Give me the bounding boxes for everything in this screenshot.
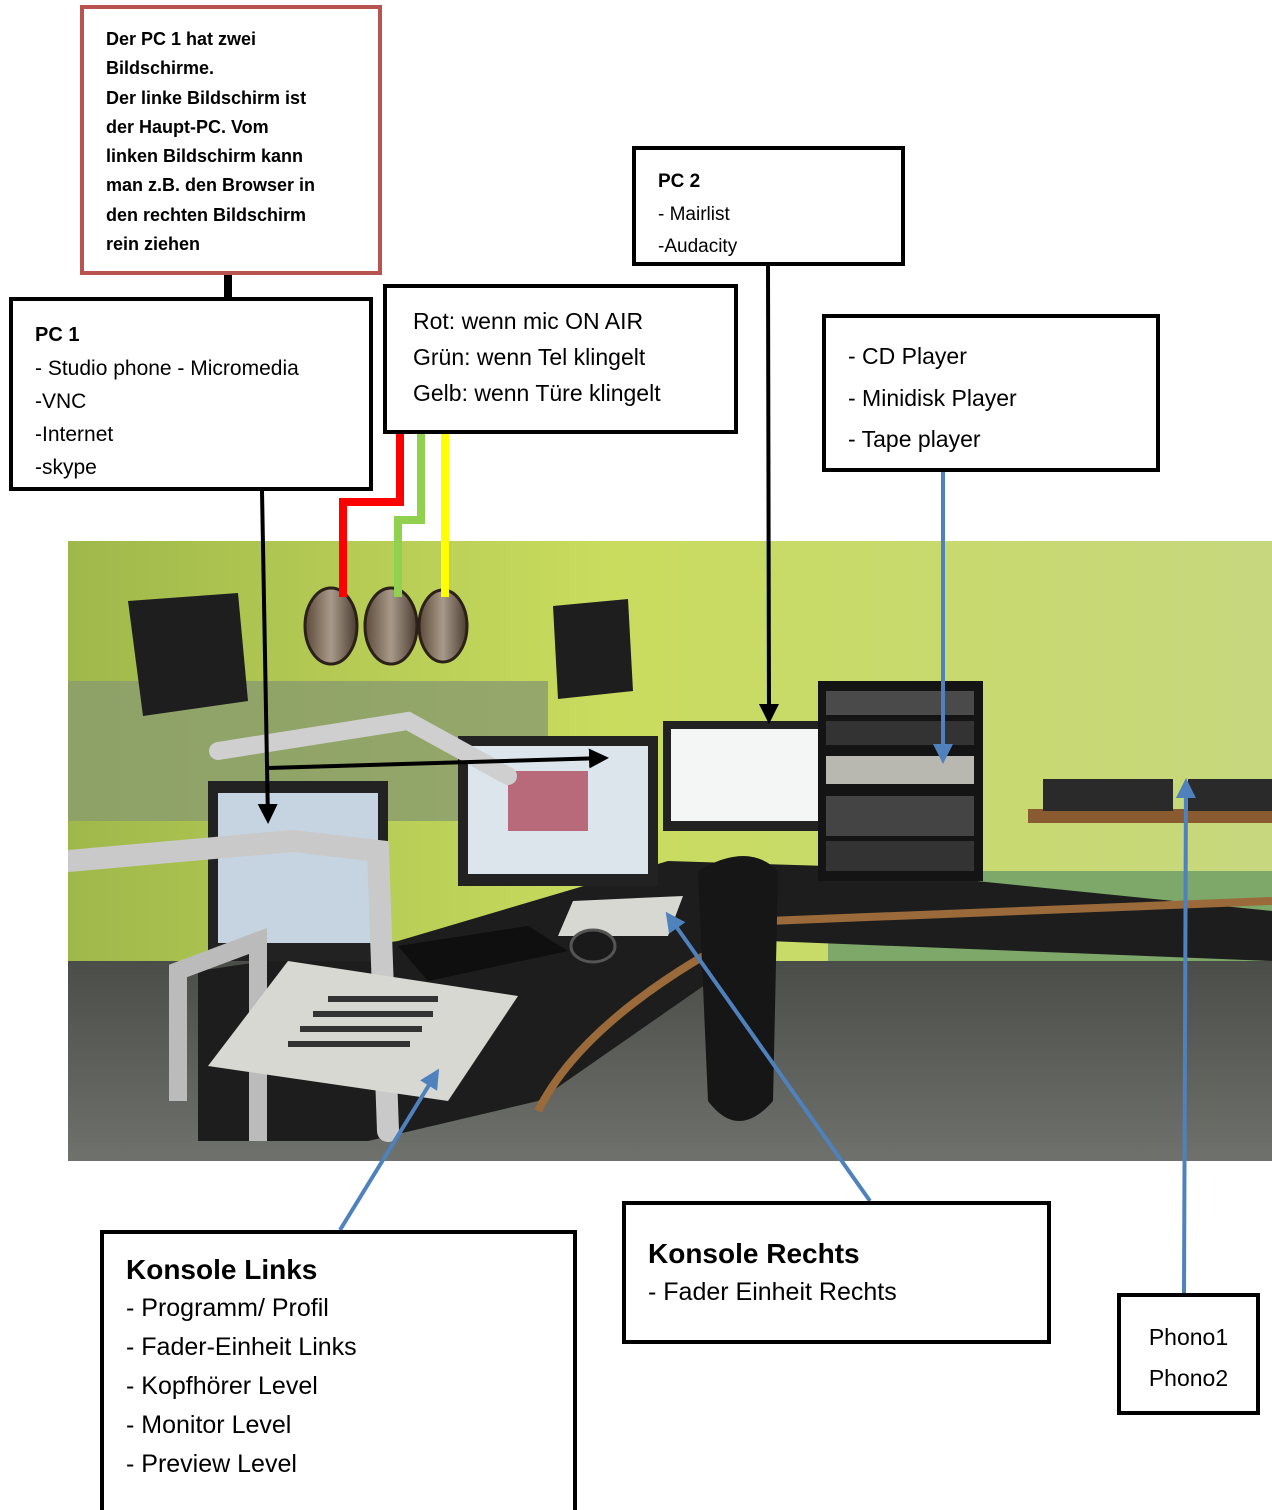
pc2-item: -Audacity: [658, 236, 738, 257]
studio-photo: [68, 541, 1272, 1161]
note-line: Bildschirme.: [106, 58, 215, 79]
note-line: den rechten Bildschirm: [106, 204, 307, 225]
chair: [698, 856, 778, 1121]
pc1-title: PC 1: [35, 324, 80, 346]
pc1-item: -skype: [35, 456, 97, 479]
light-yellow-label: Gelb: wenn Türe klingelt: [413, 380, 661, 406]
light-red-label: Rot: wenn mic ON AIR: [413, 308, 644, 334]
pc2-item: - Mairlist: [658, 203, 730, 225]
pc1-callout: PC 1 - Studio phone - Micromedia -VNC -I…: [9, 297, 373, 491]
konsole-links-item: - Preview Level: [126, 1450, 297, 1478]
pc2-title: PC 2: [658, 171, 701, 192]
keyboard: [398, 926, 568, 981]
lights-callout: Rot: wenn mic ON AIR Grün: wenn Tel klin…: [383, 284, 738, 434]
konsole-links-item: - Programm/ Profil: [126, 1294, 329, 1322]
phono-item: Phono2: [1148, 1365, 1229, 1391]
phono-callout: Phono1 Phono2: [1117, 1293, 1260, 1415]
note-line: rein ziehen: [106, 234, 201, 255]
players-item: - Minidisk Player: [848, 384, 1017, 411]
konsole-links-title: Konsole Links: [126, 1254, 318, 1285]
note-line: linken Bildschirm kann: [106, 146, 304, 167]
note-line: Der PC 1 hat zwei: [106, 29, 257, 49]
note-callout: Der PC 1 hat zwei Bildschirme. Der linke…: [80, 5, 382, 275]
light-green-label: Grün: wenn Tel klingelt: [413, 344, 646, 370]
pc1-item: -VNC: [35, 390, 87, 413]
console-right: [558, 896, 683, 936]
players-callout: - CD Player - Minidisk Player - Tape pla…: [822, 314, 1160, 472]
pc2-callout: PC 2 - Mairlist -Audacity: [632, 146, 905, 266]
speaker-left: [128, 593, 248, 716]
turntable: [1043, 779, 1173, 811]
players-item: - CD Player: [848, 343, 967, 369]
note-line: der Haupt-PC. Vom: [106, 116, 269, 137]
lamp-green: [363, 586, 419, 666]
konsole-rechts-title: Konsole Rechts: [648, 1238, 860, 1269]
phono-item: Phono1: [1148, 1324, 1229, 1350]
speaker-right: [553, 599, 633, 699]
konsole-rechts-callout: Konsole Rechts - Fader Einheit Rechts: [622, 1201, 1051, 1344]
pc1-item: -Internet: [35, 423, 114, 446]
pc1-item: - Studio phone - Micromedia: [35, 357, 299, 380]
note-line: Der linke Bildschirm ist: [106, 87, 307, 108]
konsole-links-item: - Fader-Einheit Links: [126, 1333, 357, 1361]
lamp-yellow: [417, 588, 469, 664]
lamp-red: [303, 586, 359, 666]
headphones: [569, 928, 617, 964]
konsole-links-item: - Monitor Level: [126, 1411, 292, 1439]
konsole-rechts-item: - Fader Einheit Rechts: [648, 1278, 897, 1306]
turntable-shelf: [1028, 809, 1272, 823]
konsole-links-callout: Konsole Links - Programm/ Profil - Fader…: [100, 1230, 577, 1510]
players-item: - Tape player: [848, 426, 981, 452]
konsole-links-item: - Kopfhörer Level: [126, 1372, 318, 1400]
note-line: man z.B. den Browser in: [106, 175, 316, 196]
